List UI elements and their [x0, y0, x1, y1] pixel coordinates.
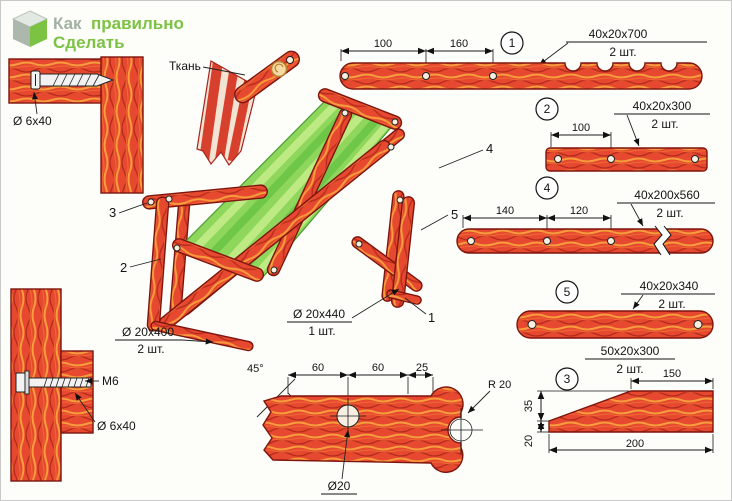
- p4-num: 4: [544, 181, 551, 195]
- hook-board: [262, 386, 464, 473]
- rod-front-size: Ø 20x400: [122, 325, 174, 339]
- wood-board: [60, 350, 94, 434]
- p3-dim-20: 20: [523, 435, 535, 447]
- p1-size: 40x20x700: [589, 27, 648, 41]
- callout-2: 2: [120, 260, 127, 275]
- part-2-drawing: 2 40x20x300 2 шт. 100: [535, 97, 710, 172]
- p4-size: 40x200x560: [634, 188, 700, 202]
- rear-leg-near: [390, 196, 416, 308]
- seat-front-bar: [171, 238, 265, 282]
- brand-word-3: Сделать: [53, 33, 125, 52]
- p1-num: 1: [509, 36, 516, 50]
- p1-dim-160: 160: [450, 38, 468, 50]
- callout-3: 3: [109, 205, 116, 220]
- part-1-drawing: 100 160 1 40x20x700 2 шт.: [339, 27, 707, 90]
- d3-angle: 45°: [247, 363, 264, 375]
- p2-num: 2: [544, 102, 551, 116]
- chamfered-board: [548, 390, 714, 433]
- break-symbol: [654, 226, 671, 255]
- part-number-circle: [555, 367, 579, 391]
- part-number-circle: [555, 280, 579, 304]
- p3-qty: 2 шт.: [616, 362, 643, 376]
- front-rod-label: Ø 20x400 2 шт.: [115, 325, 214, 356]
- callout-1: 1: [428, 310, 435, 325]
- p4-dim-140: 140: [496, 205, 514, 217]
- p2-size: 40x20x300: [633, 99, 692, 113]
- part-3-side-view: 50x20x300 2 шт. 3 150 35 20 200: [523, 344, 714, 454]
- p1-qty: 2 шт.: [609, 45, 636, 59]
- fabric-label: Ткань: [169, 59, 201, 73]
- brand-word-2: правильно: [91, 14, 184, 33]
- p5-size: 40x20x340: [640, 279, 699, 293]
- p3-num: 3: [564, 372, 571, 386]
- callout-4: 4: [486, 141, 493, 156]
- d3-dim-60b: 60: [372, 362, 384, 374]
- d3-dim-60a: 60: [312, 362, 324, 374]
- part-number-circle: [535, 176, 559, 200]
- p2-dim-100: 100: [572, 122, 590, 134]
- screw-joint-detail: Ø 6x40: [8, 56, 144, 194]
- p4-qty: 2 шт.: [656, 206, 683, 220]
- p5-num: 5: [564, 285, 571, 299]
- wood-post-vertical: [100, 56, 144, 194]
- p5-qty: 2 шт.: [658, 297, 685, 311]
- d3-radius: R 20: [488, 379, 511, 391]
- p3-dim-35: 35: [523, 400, 535, 412]
- d3-dim-25: 25: [416, 362, 428, 374]
- armrest: [142, 184, 268, 210]
- part-3-plan-detail: 60 60 25 45° R 20 Ø20: [247, 362, 511, 495]
- short-slat: [545, 147, 708, 172]
- deck-chair-assembly: 3 2 1 4 5 Ø 20x400 2 шт. Ø 20x440 1 шт.: [109, 88, 493, 356]
- brand-word-1: Как: [53, 14, 82, 33]
- rounded-slat: [516, 310, 714, 339]
- slat-with-notches: [339, 62, 703, 90]
- long-slat: [456, 228, 714, 254]
- p3-dim-200: 200: [626, 438, 644, 450]
- rod-seat-qty: 1 шт.: [308, 324, 335, 338]
- p1-dim-100: 100: [374, 38, 392, 50]
- part-number-circle: [535, 97, 559, 121]
- d3-hole: Ø20: [328, 479, 351, 493]
- screw-icon: [30, 70, 115, 90]
- bolt-label: M6: [102, 374, 119, 388]
- callout-5: 5: [451, 207, 458, 222]
- head-bar-top: [317, 88, 403, 130]
- seat-rod-label: Ø 20x440 1 шт.: [287, 288, 400, 338]
- pivot-bolts: [147, 109, 404, 274]
- bolt-joint-detail: M6 Ø 6x40: [10, 288, 136, 482]
- part-5-drawing: 5 40x20x340 2 шт.: [516, 279, 715, 339]
- p2-qty: 2 шт.: [651, 117, 678, 131]
- bolt-size-label: Ø 6x40: [97, 419, 136, 433]
- rod-front-qty: 2 шт.: [137, 342, 164, 356]
- watermark-logo: Как правильно Сделать: [11, 10, 184, 52]
- front-leg-near: [146, 196, 170, 332]
- p3-dim-150: 150: [663, 368, 681, 380]
- p3-size: 50x20x300: [601, 344, 660, 358]
- cord-coil-icon: [270, 60, 288, 78]
- part-4-drawing: 4 40x200x560 2 шт. 140 120: [456, 176, 715, 256]
- part-number-circle: [500, 31, 524, 55]
- screw-size-label: Ø 6x40: [13, 114, 52, 128]
- rod-seat-size: Ø 20x440: [293, 307, 345, 321]
- front-rod: [150, 320, 254, 352]
- p4-dim-120: 120: [570, 205, 588, 217]
